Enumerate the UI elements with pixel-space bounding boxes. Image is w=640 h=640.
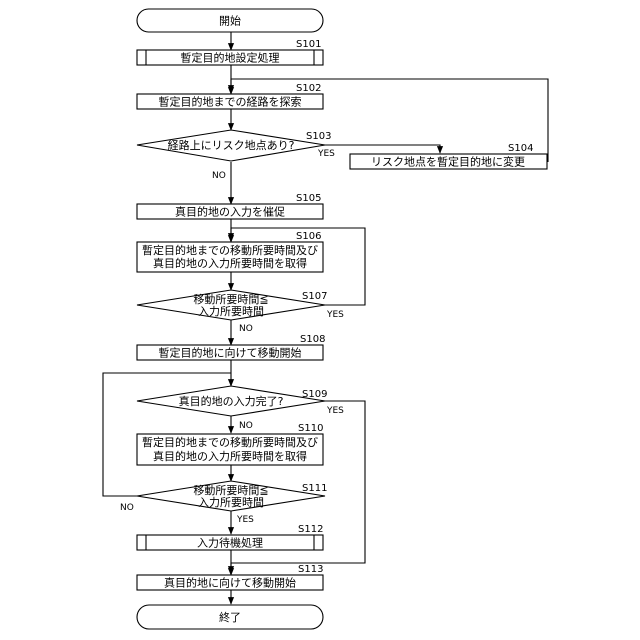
s102-step-id: S102 [296, 83, 321, 94]
step-s102: 暫定目的地までの経路を探索 S102 [137, 83, 323, 109]
s110-line1: 暫定目的地までの移動所要時間及び [142, 435, 318, 449]
s104-step-id: S104 [508, 143, 533, 154]
s108-label: 暫定目的地に向けて移動開始 [159, 346, 302, 360]
s107-step-id: S107 [302, 291, 327, 302]
s111-step-id: S111 [302, 483, 327, 494]
s107-no-label: NO [239, 324, 253, 334]
s109-label: 真目的地の入力完了? [179, 394, 284, 408]
s109-no-label: NO [239, 421, 253, 431]
s112-step-id: S112 [298, 524, 323, 535]
step-s110: 暫定目的地までの移動所要時間及び 真目的地の入力所要時間を取得 S110 [137, 423, 323, 465]
s106-line2: 真目的地の入力所要時間を取得 [153, 256, 307, 270]
s109-yes-label: YES [326, 406, 344, 416]
end-terminal: 終了 [137, 605, 323, 629]
s110-line2: 真目的地の入力所要時間を取得 [153, 449, 307, 463]
s110-step-id: S110 [298, 423, 323, 434]
step-s113: 真目的地に向けて移動開始 S113 [137, 564, 323, 590]
step-s105: 真目的地の入力を催促 S105 [137, 193, 323, 219]
s111-line1: 移動所要時間≦ [193, 483, 268, 497]
s111-line2: 入力所要時間 [198, 496, 264, 509]
s113-step-id: S113 [298, 564, 323, 575]
connectors [103, 32, 548, 604]
s105-label: 真目的地の入力を催促 [175, 205, 285, 219]
s103-yes-label: YES [317, 149, 335, 159]
s107-line1: 移動所要時間≦ [193, 292, 268, 306]
s106-step-id: S106 [296, 231, 321, 242]
arrow-s103-yes-s104 [325, 145, 440, 153]
s101-label: 暫定目的地設定処理 [181, 51, 280, 65]
start-terminal: 開始 [137, 9, 323, 32]
decision-s111: 移動所要時間≦ 入力所要時間 S111 YES NO [120, 481, 327, 525]
s101-step-id: S101 [296, 39, 321, 50]
s105-step-id: S105 [296, 193, 321, 204]
step-s112: 入力待機処理 S112 [137, 524, 323, 550]
s107-yes-label: YES [326, 310, 344, 320]
decision-s107: 移動所要時間≦ 入力所要時間 S107 YES NO [137, 290, 344, 334]
s103-no-label: NO [212, 171, 226, 181]
s113-label: 真目的地に向けて移動開始 [164, 576, 296, 590]
step-s106: 暫定目的地までの移動所要時間及び 真目的地の入力所要時間を取得 S106 [137, 231, 323, 272]
s108-step-id: S108 [300, 334, 325, 345]
s107-line2: 入力所要時間 [198, 305, 264, 318]
s106-line1: 暫定目的地までの移動所要時間及び [142, 243, 318, 257]
s112-label: 入力待機処理 [197, 536, 263, 550]
end-label: 終了 [219, 610, 241, 624]
step-s104: リスク地点を暫定目的地に変更 S104 [350, 143, 547, 169]
s104-label: リスク地点を暫定目的地に変更 [371, 155, 525, 169]
s103-step-id: S103 [306, 131, 331, 142]
step-s101: 暫定目的地設定処理 S101 [137, 39, 323, 65]
s109-step-id: S109 [302, 389, 327, 400]
s102-label: 暫定目的地までの経路を探索 [159, 95, 302, 109]
start-label: 開始 [219, 14, 241, 28]
s111-no-label: NO [120, 503, 134, 513]
s111-yes-label: YES [236, 515, 254, 525]
s103-label: 経路上にリスク地点あり? [168, 139, 295, 152]
decision-s103: 経路上にリスク地点あり? S103 YES NO [137, 130, 335, 181]
